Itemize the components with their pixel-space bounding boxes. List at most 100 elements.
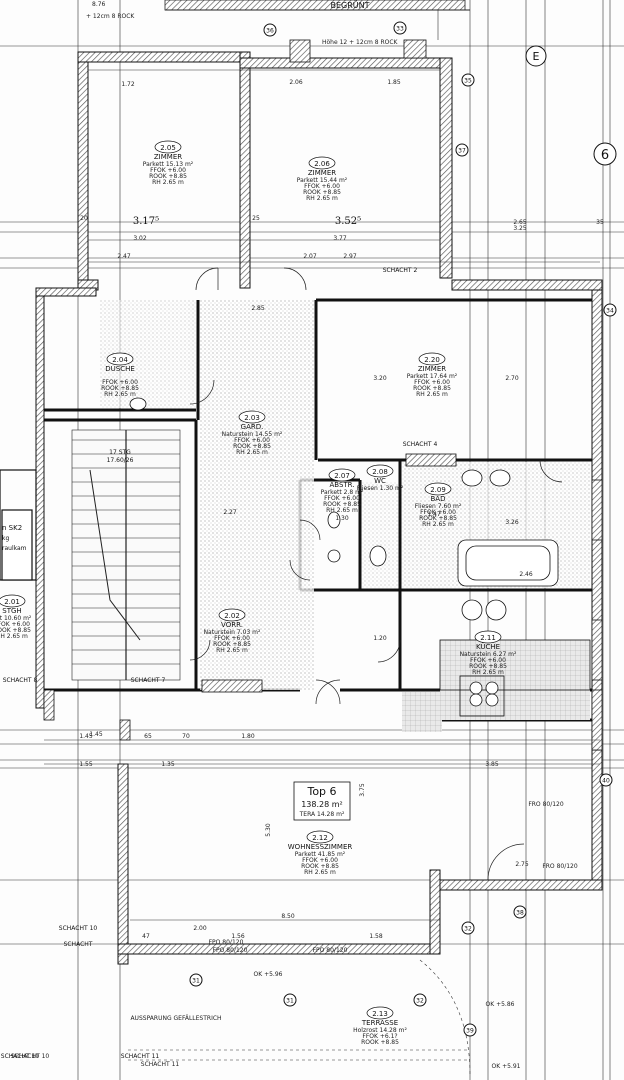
dimension-value: 2.85 (251, 305, 265, 312)
dimension-value: 3.26 (505, 519, 519, 526)
room-width: 3.52⁵ (335, 216, 361, 227)
room-rdok: ROOK +8.85 (303, 189, 341, 196)
room-id-bubble (306, 830, 334, 844)
axis-bubble-e (525, 45, 547, 67)
room-height: RH 2.65 m (0, 633, 28, 640)
room-rdok: ROOK +8.85 (301, 863, 339, 870)
kitchen (439, 599, 591, 717)
dimension-value: 1.55 (79, 761, 93, 768)
bottom-note: SCHACHT 11 (141, 1061, 180, 1068)
dimension-value: 47 (142, 933, 150, 940)
marker-number: 36 (266, 28, 274, 35)
room-id: 2.20 (424, 356, 440, 364)
marker-number: 31 (286, 998, 294, 1005)
marker-bubble (463, 1023, 477, 1037)
room-name: ABSTR. (329, 481, 354, 489)
room-id: 2.13 (372, 1010, 388, 1018)
room-id: 2.03 (244, 414, 260, 422)
dimension-value: 2.00 (193, 925, 207, 932)
stair-ratio: 17.60/26 (107, 457, 134, 464)
room-height: RH 2.65 m (422, 521, 454, 528)
room-name: WC (374, 477, 386, 485)
room-width: 3.17⁵ (133, 216, 159, 227)
shaft-label: SCHACHT 2 (383, 267, 418, 274)
room-name: ZIMMER (308, 169, 336, 177)
unit-area: 138.28 m² (301, 800, 343, 809)
room-area: Naturstein 6.27 m² (460, 651, 517, 658)
room-rdok: ROOK +8.85 (413, 385, 451, 392)
dimension-lines (44, 69, 600, 921)
shaft-label: SCHACHT (64, 941, 93, 948)
dimension-value: 1.85 (387, 79, 401, 86)
room-id-bubble (328, 468, 356, 482)
room-id: 2.12 (312, 834, 328, 842)
room-id-bubble (218, 608, 246, 622)
left-adjacent-room (0, 469, 37, 581)
room-ffok: FFOK +6.1? (362, 1033, 397, 1040)
dimension-value: 2.65 (513, 219, 527, 226)
marker-bubble (263, 23, 277, 37)
top-strip-note-2: Höhe 12 + 12cm 8 ROCK (322, 39, 399, 46)
room-area: Parkett 17.64 m² (407, 373, 458, 380)
dimension-value: 2.07 (303, 253, 317, 260)
room-id-bubble (366, 1006, 394, 1020)
marker-number: 40 (602, 778, 610, 785)
room-id-bubble (0, 594, 26, 608)
room-area: Parkett 15.44 m² (297, 177, 348, 184)
room-ffok: FFOK +6.00 (414, 379, 450, 386)
room-area: Holzrost 14.28 m² (353, 1027, 407, 1034)
bath-fixtures (129, 397, 559, 587)
room-height: RH 2.65 m (472, 669, 504, 676)
marker-number: 37 (458, 148, 466, 155)
room-id: 2.11 (480, 634, 496, 642)
dimension-value: 1.45 (79, 733, 93, 740)
dimension-value: 2.47 (117, 253, 131, 260)
window-label: FPO 80/120 (313, 947, 348, 954)
room-rdok: ROOK +8.85 (469, 663, 507, 670)
room-height: RH 2.65 m (304, 869, 336, 876)
bottom-note: OK +5.86 (486, 1001, 515, 1008)
room-id: 2.01 (4, 598, 20, 606)
marker-number: 31 (192, 978, 200, 985)
marker-number: 39 (466, 1028, 474, 1035)
marker-bubble (461, 73, 475, 87)
marker-bubble (189, 973, 203, 987)
room-rdok: ROOK +8.85 (149, 173, 187, 180)
unit-box (293, 781, 351, 821)
room-id: 2.02 (224, 612, 240, 620)
window-label: FRO 80/120 (542, 863, 578, 870)
window-label: FPO 80/120 (209, 939, 244, 946)
marker-bubble (599, 773, 613, 787)
unit-name: Top 6 (306, 785, 336, 798)
stair (71, 429, 181, 681)
marker-bubble (461, 921, 475, 935)
dimension-value: 1.20 (373, 635, 387, 642)
dimension-value: 3.02 (133, 235, 147, 242)
room-id-bubble (106, 352, 134, 366)
dimension-value: 2.27 (223, 509, 237, 516)
shaft-label: SCHACHT 10 (59, 925, 98, 932)
room-area: Kst 10.60 m² (0, 615, 32, 622)
stair-count: 17 STG (109, 449, 131, 456)
room-id: 2.09 (430, 486, 446, 494)
room-ffok: FFOK +6.00 (324, 495, 360, 502)
room-rdok: ROOK +8.85 (323, 501, 361, 508)
window-label: FRO 80/120 (528, 801, 564, 808)
dimension-value: 2.46 (519, 571, 533, 578)
room-id-bubble (154, 140, 182, 154)
room-height: RH 2.65 m (104, 391, 136, 398)
shafts (43, 39, 603, 751)
marker-bubble (455, 143, 469, 157)
dimension-value: 3.85 (485, 761, 499, 768)
dimension-value: 35 (596, 219, 604, 226)
room-height: RH 2.65 m (326, 507, 358, 514)
room-name: WOHNESSZIMMER (288, 843, 353, 851)
room-name: DUSCHE (105, 365, 135, 373)
dimension-value: 20 (80, 215, 88, 222)
marker-number: 35 (464, 78, 472, 85)
room-area: Parkett 2.8 m² (321, 489, 364, 496)
unit-terrace: TERA 14.28 m² (299, 811, 345, 818)
room-area: Parkett 15.13 m² (143, 161, 194, 168)
marker-number: 32 (416, 998, 424, 1005)
